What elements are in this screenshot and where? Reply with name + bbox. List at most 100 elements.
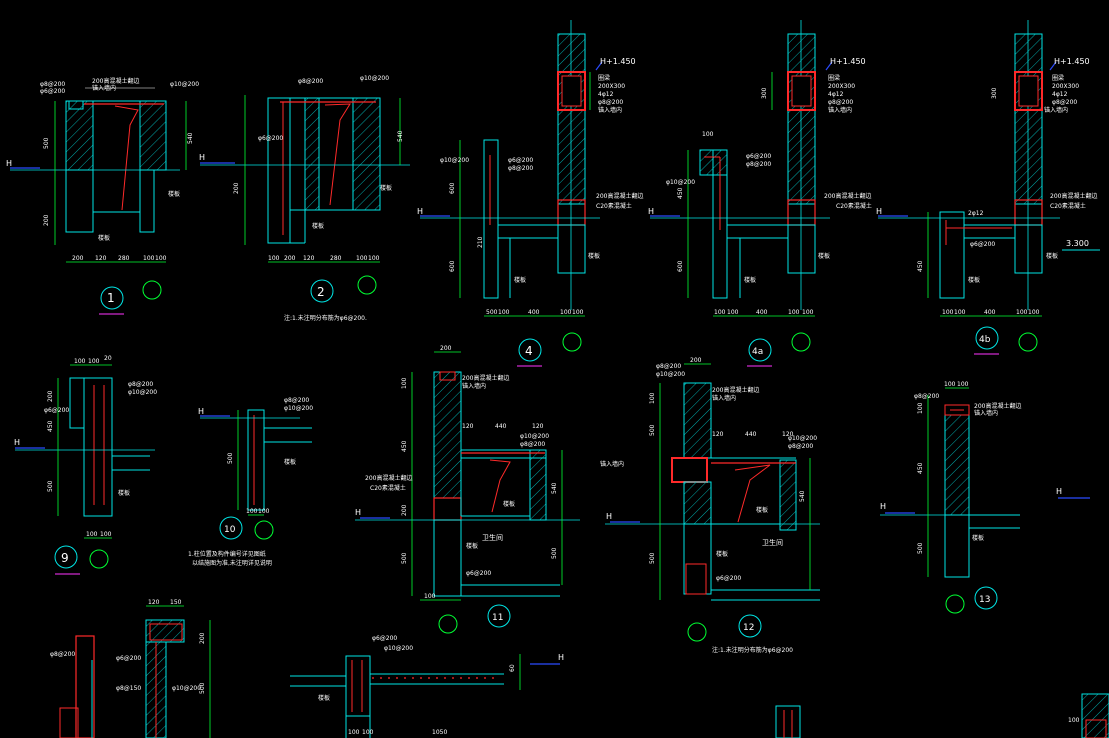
note-text: 注:1.未注明分布筋为φ6@200 — [712, 646, 793, 654]
detail-11[interactable]: H 100 450 200 500 540 500 120 440 120 20… — [355, 345, 580, 634]
dim-text: 600 — [449, 260, 456, 272]
annotation: φ8@200 — [50, 651, 75, 658]
annotation: 圈梁 — [1052, 74, 1064, 82]
detail-partial-bottom-left[interactable]: φ8@200 120 150 200 500 φ6@200 φ8@150 φ10… — [50, 599, 211, 738]
dim-text: 600 — [449, 182, 456, 194]
dim-text: 500 — [401, 552, 408, 564]
annotation: φ8@200 — [520, 441, 545, 448]
dim-text: 120 — [712, 431, 724, 438]
annotation: 2φ12 — [968, 210, 984, 217]
detail-12[interactable]: H 100 500 500 540 120 440 120 200 φ8@200… — [600, 357, 820, 654]
annotation: 楼板 — [716, 550, 728, 558]
annotation: φ8@200 — [1052, 99, 1077, 106]
detail-4a[interactable]: H 450 600 300 100 100 400 100 100 100 H+… — [648, 20, 872, 367]
detail-number: 2 — [317, 285, 325, 299]
detail-partial-bottom-middle[interactable]: H 60 φ6@200 φ10@200 楼板 100 100 1050 — [290, 635, 564, 738]
detail-partial-bottom-right[interactable]: 100 — [775, 693, 1109, 738]
elevation-label: H+1.450 — [1054, 57, 1090, 66]
dim-text: 100 — [1028, 309, 1040, 316]
annotation: 楼板 — [744, 276, 756, 284]
room-label: 卫生间 — [482, 533, 503, 542]
dim-text: 200 — [284, 255, 296, 262]
dim-text: 210 — [477, 236, 484, 248]
level-label: H — [198, 407, 204, 416]
dim-text: 100 — [917, 402, 924, 414]
dim-text: 200 — [199, 632, 206, 644]
dim-text: 450 — [677, 187, 684, 199]
annotation: 楼板 — [118, 489, 130, 497]
dim-text: 540 — [187, 132, 194, 144]
annotation: φ8@200 — [598, 99, 623, 106]
annotation: φ6@200 — [746, 153, 771, 160]
level-label: H — [417, 207, 423, 216]
dim-text: 100 — [258, 508, 270, 515]
elevation-label: H+1.450 — [830, 57, 866, 66]
detail-9[interactable]: H 200 450 500 100 100 20 100 100 φ8@200 … — [14, 355, 157, 575]
dim-text: 100 — [954, 309, 966, 316]
annotation: 锚入墙内 — [712, 394, 736, 402]
annotation: 4φ12 — [1052, 91, 1068, 98]
dim-text: 450 — [917, 462, 924, 474]
dim-text: 200 — [233, 182, 240, 194]
annotation: φ6@200 — [258, 135, 283, 142]
detail-2[interactable]: H 540 200 100 200 120 280 100 100 φ8@200… — [199, 75, 410, 322]
dim-text: 100 — [86, 531, 98, 538]
annotation: 200高混凝土翻边 — [824, 192, 871, 200]
dim-text: 100 — [246, 508, 258, 515]
dim-text: 540 — [551, 482, 558, 494]
annotation: 楼板 — [168, 190, 180, 198]
annotation: 200X300 — [598, 83, 625, 90]
dim-text: 500 — [47, 480, 54, 492]
dim-text: 450 — [401, 440, 408, 452]
annotation: 楼板 — [968, 276, 980, 284]
annotation: 楼板 — [503, 500, 515, 508]
annotation: φ10@200 — [656, 371, 685, 378]
dim-text: 200 — [401, 504, 408, 516]
annotation: φ10@200 — [172, 685, 201, 692]
dim-text: 300 — [761, 87, 768, 99]
dim-text: 200 — [47, 390, 54, 402]
dim-text: 400 — [528, 309, 540, 316]
room-label: 卫生间 — [762, 538, 783, 547]
dim-text: 540 — [799, 490, 806, 502]
annotation: φ6@200 — [116, 655, 141, 662]
level-label: H — [14, 438, 20, 447]
dim-text: 500 — [43, 137, 50, 149]
dim-text: 100 — [348, 729, 360, 736]
note-text: 注:1.未注明分布筋为φ6@200. — [284, 314, 367, 322]
annotation: 锚入墙内 — [600, 460, 624, 468]
annotation: φ8@150 — [116, 685, 141, 692]
detail-13[interactable]: H 100 450 500 100 100 φ8@200 200高混凝土翻边 锚… — [880, 381, 1090, 614]
annotation: C20素混凝土 — [1050, 202, 1086, 210]
annotation: C20素混凝土 — [596, 202, 632, 210]
dim-text: 100 — [944, 381, 956, 388]
detail-1[interactable]: H 500 200 540 200 120 280 100 100 φ8@200… — [6, 77, 199, 315]
annotation: 200高混凝土翻边 — [365, 474, 412, 482]
dim-text: 100 — [788, 309, 800, 316]
dim-text: 100 — [155, 255, 167, 262]
elevation-label: 3.300 — [1066, 239, 1089, 248]
dim-text: 120 — [462, 423, 474, 430]
dim-text: 120 — [532, 423, 544, 430]
detail-4b[interactable]: H 450 300 100 100 400 100 100 H+1.450 圈梁… — [876, 20, 1100, 355]
dim-text: 440 — [495, 423, 507, 430]
annotation: 楼板 — [284, 458, 296, 466]
dim-text: 100 — [942, 309, 954, 316]
detail-10[interactable]: H 500 100 100 φ8@200 φ10@200 楼板 10 1.柱位置… — [188, 397, 313, 567]
annotation: 楼板 — [466, 542, 478, 550]
annotation: φ10@200 — [284, 405, 313, 412]
annotation: 楼板 — [756, 506, 768, 514]
annotation: 楼板 — [380, 184, 392, 192]
annotation: φ10@200 — [440, 157, 469, 164]
dim-text: 450 — [917, 260, 924, 272]
annotation: φ6@200 — [508, 157, 533, 164]
detail-4[interactable]: H 600 600 210 500 100 400 100 100 H+1.45… — [417, 20, 643, 367]
dim-text: 440 — [745, 431, 757, 438]
dim-text: 100 — [362, 729, 374, 736]
dim-text: 600 — [677, 260, 684, 272]
dim-text: 400 — [984, 309, 996, 316]
dim-text: 200 — [43, 214, 50, 226]
annotation: 锚入墙内 — [598, 106, 622, 114]
detail-number: 4 — [525, 344, 533, 358]
